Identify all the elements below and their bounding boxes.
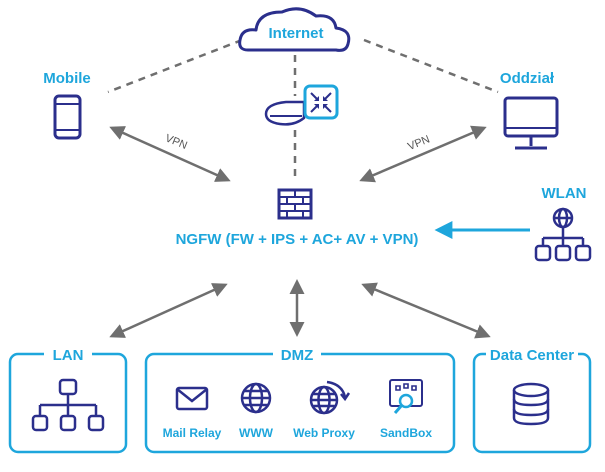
- cloud-icon: [238, 7, 351, 52]
- database-icon: [512, 382, 550, 426]
- firewall-label: NGFW (FW + IPS + AC+ AV + VPN): [176, 231, 419, 248]
- globe-arrows-icon: [309, 380, 351, 415]
- dmz-item-label: Web Proxy: [293, 426, 355, 440]
- smartphone-icon: [53, 94, 82, 140]
- internet-label: Internet: [268, 25, 323, 42]
- arrow-links: [109, 125, 491, 339]
- sandbox-search-icon: [389, 379, 423, 414]
- branch-label: Oddział: [500, 70, 555, 87]
- dmz-label: DMZ: [281, 347, 314, 364]
- network-hierarchy-icon: [31, 378, 105, 432]
- dmz-item-label: Mail Relay: [163, 426, 222, 440]
- link-internet-mobile: [107, 38, 243, 94]
- wlan-network-icon: [534, 207, 592, 262]
- monitor-icon: [503, 96, 559, 150]
- datacenter-zone: Data Center: [472, 344, 592, 454]
- wlan-label: WLAN: [542, 185, 587, 202]
- vpn-link-mobile: [109, 126, 231, 182]
- link-internet-branch: [363, 38, 499, 94]
- vpn-link-branch: [359, 125, 487, 183]
- firewall-icon: [277, 188, 313, 220]
- globe-icon: [240, 382, 272, 414]
- dmz-item-label: WWW: [239, 426, 274, 440]
- dashed-links: [107, 38, 499, 178]
- link-datacenter: [361, 282, 491, 339]
- vpn-label-right: VPN: [406, 133, 432, 153]
- dmz-item-label: SandBox: [380, 426, 432, 440]
- datacenter-label: Data Center: [490, 347, 574, 364]
- mobile-label: Mobile: [43, 70, 91, 87]
- dmz-zone: DMZ Mail Relay WWW Web Proxy: [144, 344, 456, 454]
- router-icon: [264, 84, 339, 126]
- lan-label: LAN: [53, 347, 84, 364]
- link-lan: [109, 283, 228, 338]
- lan-zone: LAN: [8, 344, 128, 454]
- envelope-icon: [175, 386, 209, 411]
- vpn-label-left: VPN: [163, 132, 189, 152]
